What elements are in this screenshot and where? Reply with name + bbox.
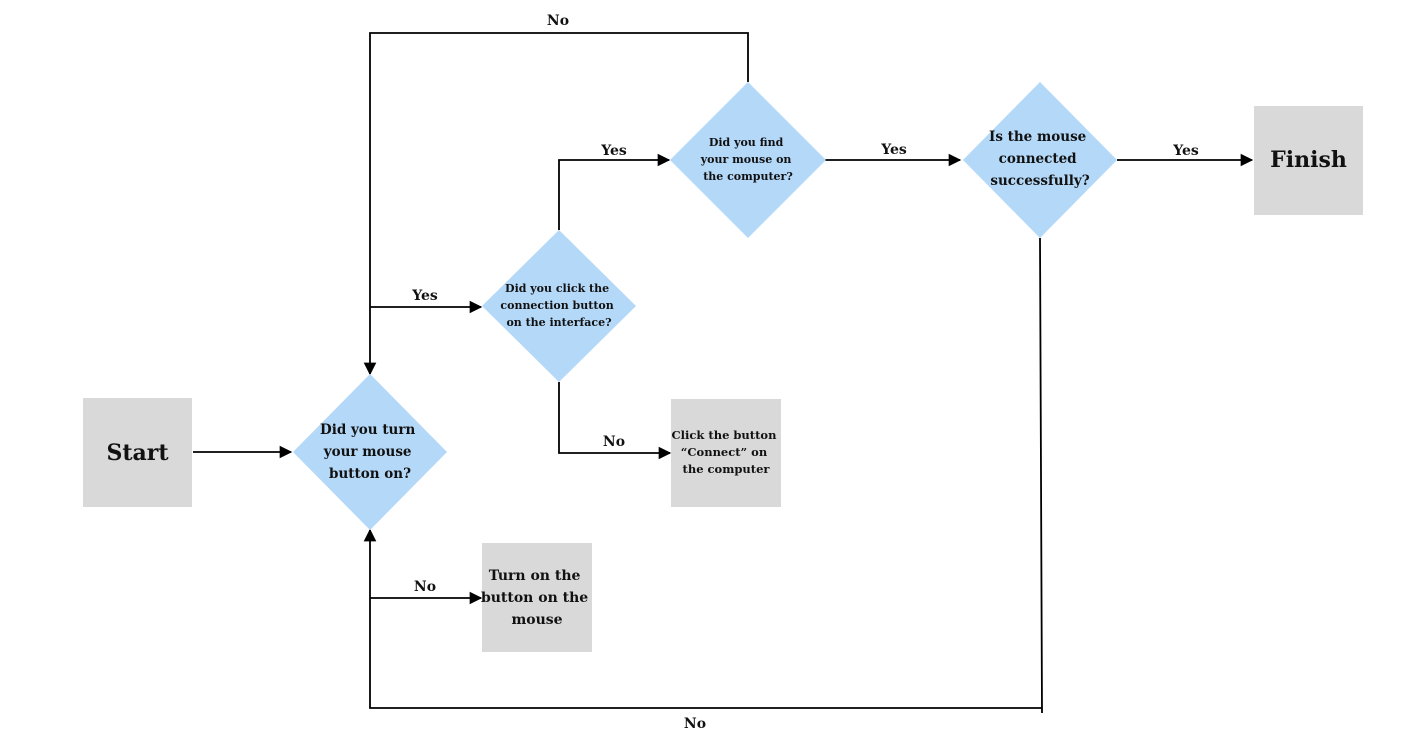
decision-find-line-3: the computer? (703, 170, 793, 183)
label-find-no: No (547, 13, 569, 29)
process-click-connect-line-3: the computer (683, 462, 771, 476)
decision-click-connection: Did you click the connection button on t… (482, 230, 636, 382)
decision-find-line-1: Did you find (709, 136, 784, 149)
edge-connected-no-loop (363, 237, 1043, 714)
svg-text:Click the button “Connec: Click the button “Connect” on the comput… (672, 428, 781, 476)
svg-text:Did you click the connec: Did you click the connection button on t… (500, 282, 617, 329)
decision-click-line-3: on the interface? (506, 316, 611, 329)
decision-turn-line-2: your mouse (323, 444, 412, 460)
decision-click-line-1: Did you click the (505, 282, 609, 295)
svg-text:Did you find your mouse: Did you find your mouse on the computer? (700, 136, 796, 183)
process-turn-on-line-2: button on the (481, 590, 588, 606)
label-turn-yes: Yes (411, 288, 438, 304)
process-click-connect-line-2: “Connect” on (681, 445, 768, 459)
finish-label: Finish (1270, 147, 1347, 173)
decision-turn-line-1: Did you turn (320, 422, 416, 438)
edge-find-no-loop (363, 32, 749, 376)
start-label: Start (106, 440, 169, 466)
svg-text:Is the mouse connected: Is the mouse connected successfully? (989, 129, 1091, 189)
label-click-no: No (603, 434, 625, 450)
decision-find-line-2: your mouse on (700, 153, 792, 166)
decision-click-line-2: connection button (500, 299, 613, 312)
decision-find-mouse: Did you find your mouse on the computer? (670, 82, 826, 238)
edge-click-yes-to-find (558, 153, 671, 230)
svg-text:Turn on the button on th: Turn on the button on the mouse (481, 568, 593, 628)
process-click-connect: Click the button “Connect” on the comput… (671, 399, 781, 507)
label-connected-yes: Yes (1172, 143, 1199, 159)
decision-turn-mouse-on: Did you turn your mouse button on? (293, 374, 447, 530)
process-turn-on-line-1: Turn on the (489, 568, 581, 584)
decision-connected-line-2: connected (999, 151, 1077, 167)
process-turn-on-line-3: mouse (511, 612, 562, 628)
process-turn-on-button: Turn on the button on the mouse (481, 543, 593, 652)
process-click-connect-line-1: Click the button (672, 428, 778, 442)
finish-box: Finish (1254, 106, 1363, 215)
label-click-yes: Yes (600, 143, 627, 159)
label-found-yes: Yes (880, 142, 907, 158)
decision-turn-line-3: button on? (329, 466, 411, 482)
label-turn-no: No (414, 579, 436, 595)
decision-mouse-connected: Is the mouse connected successfully? (963, 82, 1117, 238)
edge-click-no-to-connect (558, 382, 672, 460)
label-connected-no: No (684, 716, 706, 732)
start-box: Start (83, 398, 192, 507)
decision-connected-line-1: Is the mouse (989, 129, 1086, 145)
decision-connected-line-3: successfully? (990, 173, 1089, 189)
svg-text:Did you turn your mouse: Did you turn your mouse button on? (320, 422, 420, 482)
